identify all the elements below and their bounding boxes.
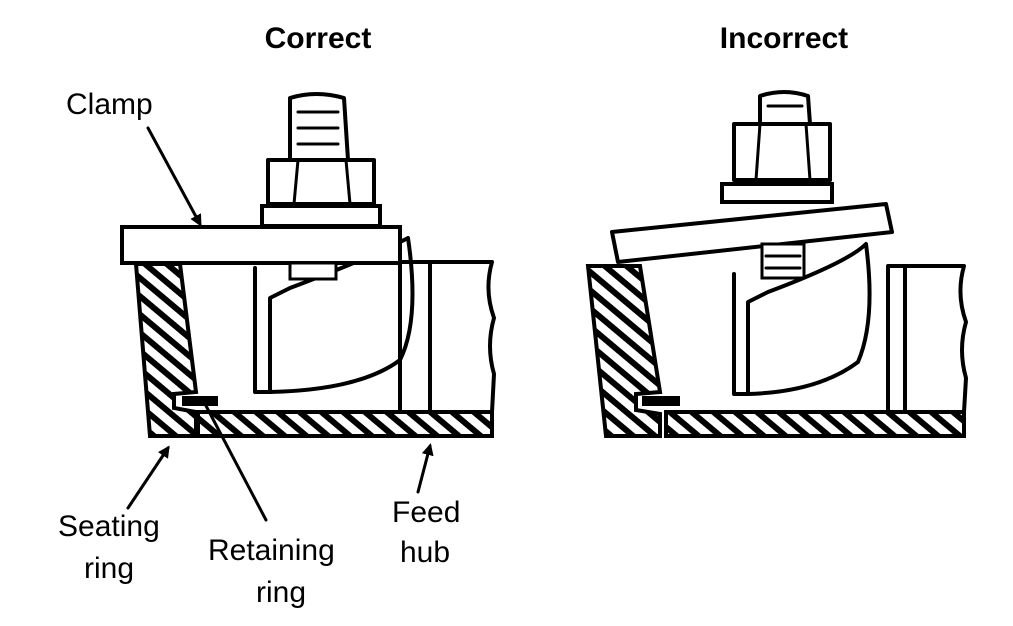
- clamp-bar-correct: [120, 225, 402, 265]
- label-feed-hub-line2: hub: [400, 536, 450, 569]
- label-seating-ring-line1: Seating: [58, 510, 160, 543]
- retaining-ring-correct: [182, 396, 218, 406]
- correct-assembly: [120, 92, 496, 438]
- incorrect-assembly: [585, 90, 968, 438]
- seating-ring-correct: [133, 262, 199, 438]
- label-clamp: Clamp: [66, 88, 153, 121]
- leader-retaining-ring: [202, 400, 268, 522]
- feed-hub-plate-correct: [196, 410, 494, 438]
- title-incorrect: Incorrect: [720, 22, 848, 55]
- label-retaining-ring-line1: Retaining: [208, 534, 335, 567]
- leader-feed-hub: [416, 443, 434, 494]
- label-retaining-ring-line2: ring: [256, 576, 306, 609]
- leader-clamp: [146, 126, 202, 227]
- leader-seating-ring: [126, 445, 170, 510]
- seating-ring-incorrect: [585, 264, 663, 438]
- feed-hub-plate-incorrect: [664, 410, 966, 438]
- label-feed-hub-line1: Feed: [392, 496, 460, 529]
- retaining-ring-incorrect: [642, 396, 680, 406]
- label-seating-ring-line2: ring: [84, 552, 134, 585]
- clamp-bar-incorrect: [610, 202, 894, 264]
- title-correct: Correct: [265, 22, 372, 55]
